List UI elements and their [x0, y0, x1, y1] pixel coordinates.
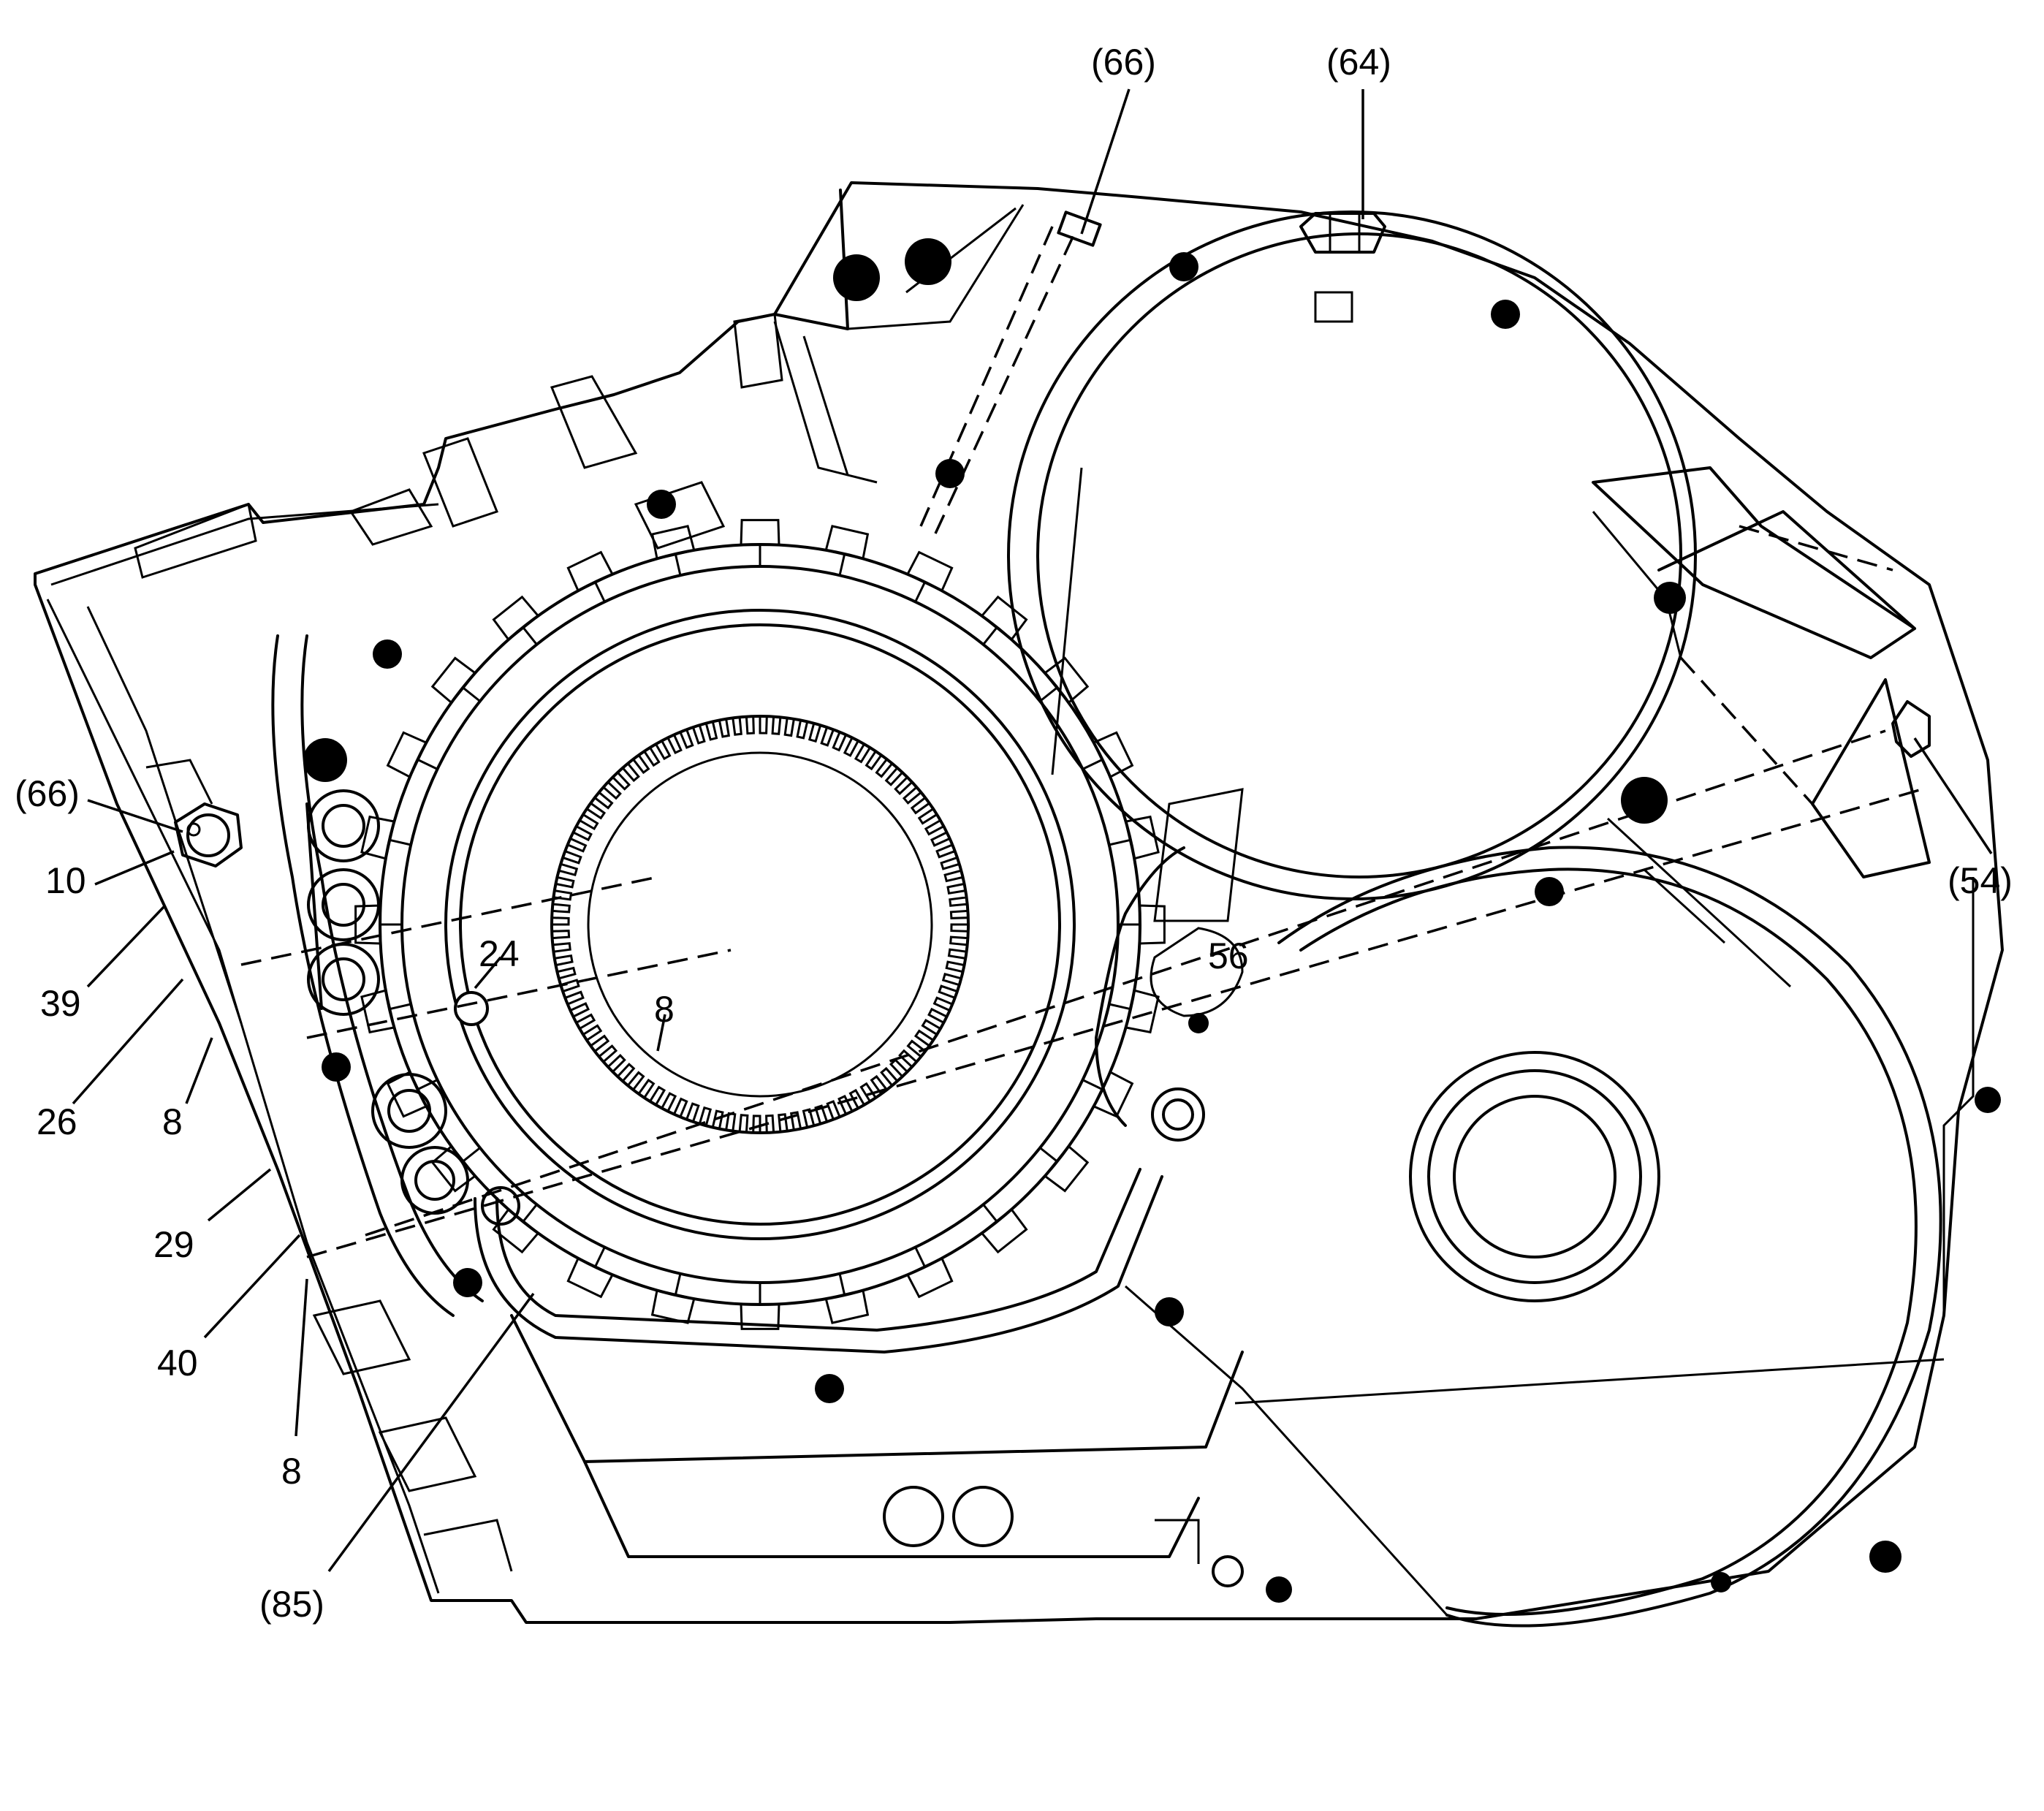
- clutch-spline-tooth: [650, 525, 696, 561]
- clutch-spline-divider: [1039, 1147, 1058, 1163]
- callout-labels: (66) (64) (66) 10 39 26 8 24 8 56 (54) 2…: [15, 42, 2013, 1625]
- clutch-spline-tooth: [492, 1207, 540, 1254]
- bolt-icon: [174, 802, 243, 867]
- callout-39: 39: [40, 983, 81, 1024]
- clutch-spline-tooth: [905, 550, 954, 593]
- clutch-spline-divider: [1109, 1003, 1131, 1011]
- callout-26: 26: [37, 1101, 77, 1142]
- bolt-holes: [303, 238, 2001, 1603]
- callout-66-left: (66): [15, 773, 80, 814]
- callout-8-upper: 8: [162, 1101, 183, 1142]
- clutch-spline-divider: [417, 759, 438, 770]
- clutch-spline-tooth: [360, 815, 396, 860]
- callout-54: (54): [1948, 860, 2013, 901]
- clutch-spline-divider: [838, 1273, 846, 1296]
- clutch-spline-divider: [982, 626, 998, 645]
- callout-56: 56: [1208, 935, 1249, 976]
- clutch-spline-divider: [1082, 1079, 1103, 1090]
- clutch-spline-divider: [389, 838, 411, 846]
- clutch-spline-divider: [1039, 686, 1058, 702]
- clutch-spline-tooth: [905, 1256, 954, 1299]
- leader-lines: [72, 88, 1993, 1573]
- clutch-spline-tooth: [492, 595, 540, 642]
- callout-64: (64): [1326, 42, 1391, 83]
- clutch-spline-tooth: [1043, 1144, 1090, 1193]
- clutch-spline-tooth: [1043, 656, 1090, 705]
- clutch-spline-tooth: [354, 904, 382, 945]
- clutch-spline-tooth: [1138, 904, 1166, 945]
- plug-right: [1891, 700, 1931, 758]
- plug-top: [1057, 210, 1102, 247]
- clutch-spline-tooth: [740, 519, 780, 547]
- central-bore: [354, 519, 1166, 1330]
- fluid-passages: [271, 634, 1244, 1353]
- clutch-spline-tooth: [430, 656, 477, 705]
- clutch-spline-tooth: [824, 525, 870, 561]
- clutch-spline-tooth: [650, 1288, 696, 1324]
- clutch-spline-tooth: [360, 989, 396, 1034]
- clutch-spline-divider: [522, 1204, 538, 1223]
- hidden-lines: [240, 226, 1923, 1258]
- bottom-pan: [510, 1314, 1244, 1587]
- clutch-spline-divider: [594, 581, 606, 603]
- clutch-spline-divider: [1109, 838, 1131, 846]
- clutch-spline-divider: [914, 1246, 926, 1268]
- clutch-spline-divider: [1082, 759, 1103, 770]
- clutch-spline-divider: [522, 626, 538, 645]
- clutch-spline-divider: [389, 1003, 411, 1011]
- callout-8-center: 8: [654, 989, 675, 1030]
- ring-gear-teeth: [550, 715, 970, 1134]
- callout-29: 29: [153, 1224, 194, 1265]
- clutch-spline-teeth: [354, 519, 1166, 1330]
- callout-10: 10: [45, 860, 86, 901]
- clutch-spline-divider: [462, 686, 481, 702]
- clutch-spline-tooth: [740, 1302, 780, 1330]
- valve-holes: [307, 789, 1205, 1226]
- callout-66-top: (66): [1091, 42, 1156, 83]
- clutch-spline-divider: [462, 1147, 481, 1163]
- clutch-spline-tooth: [980, 595, 1028, 642]
- clutch-spline-tooth: [1092, 731, 1134, 779]
- clutch-spline-divider: [674, 553, 682, 576]
- clutch-spline-tooth: [1124, 815, 1160, 860]
- clutch-spline-tooth: [566, 1256, 615, 1299]
- clutch-spline-tooth: [824, 1288, 870, 1324]
- clutch-spline-divider: [914, 581, 926, 603]
- clutch-spline-tooth: [1124, 989, 1160, 1034]
- clutch-spline-divider: [594, 1246, 606, 1268]
- callout-40: 40: [157, 1343, 198, 1383]
- callout-8-lower: 8: [281, 1451, 302, 1492]
- clutch-spline-divider: [417, 1079, 438, 1090]
- clutch-spline-divider: [838, 553, 846, 576]
- clutch-spline-divider: [674, 1273, 682, 1296]
- clutch-spline-tooth: [386, 1070, 428, 1118]
- right-mount-boss: [1592, 466, 1931, 988]
- case-housing-outline: [34, 181, 2004, 1624]
- hex-nut-icon: [1299, 212, 1386, 254]
- clutch-spline-tooth: [566, 550, 615, 593]
- callout-85: (85): [259, 1584, 324, 1625]
- left-rib-blocks: [134, 313, 783, 1572]
- callout-24: 24: [479, 933, 520, 974]
- clutch-spline-divider: [982, 1204, 998, 1223]
- internal-ring-gear: [550, 715, 970, 1134]
- clutch-spline-tooth: [386, 731, 428, 779]
- clutch-spline-tooth: [980, 1207, 1028, 1254]
